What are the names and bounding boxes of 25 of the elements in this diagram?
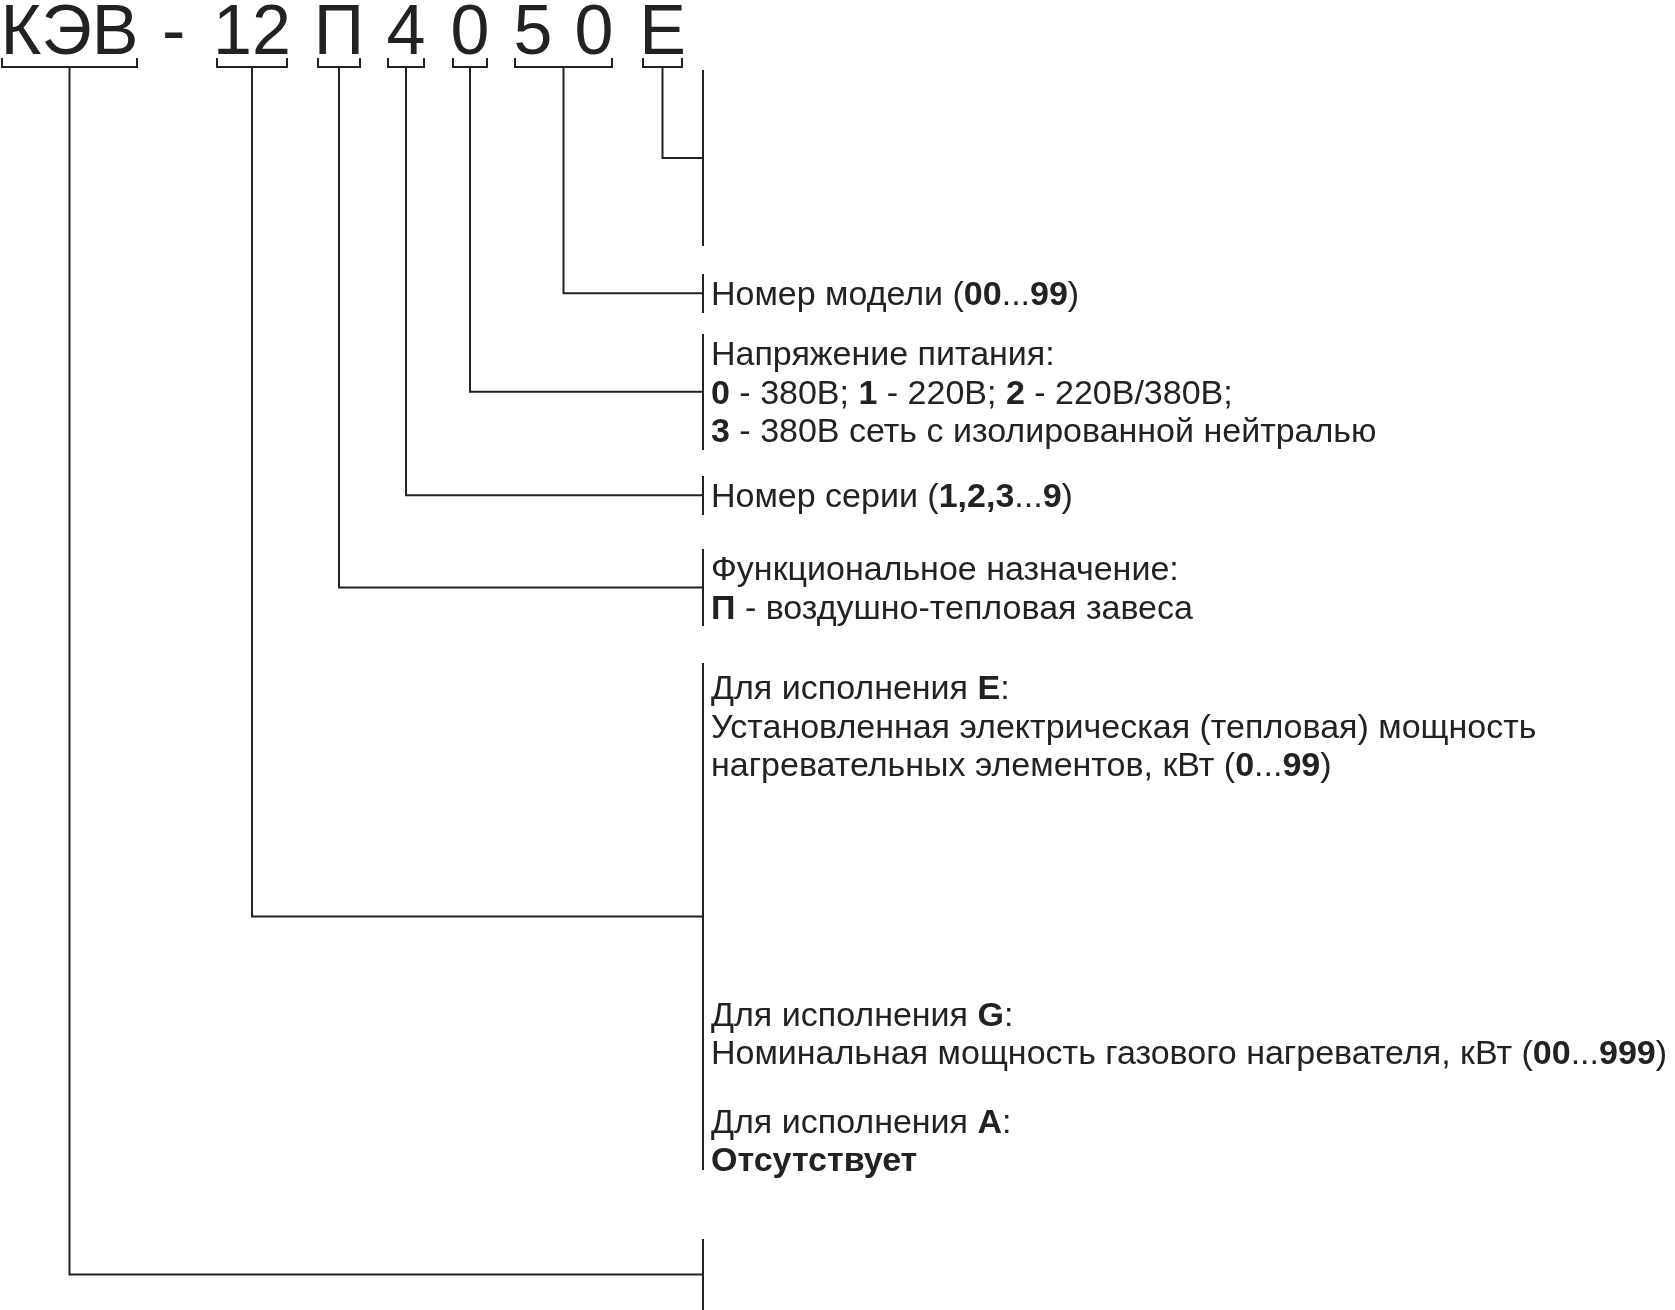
explanation-text: 0 - 380В; 1 - 220В; 2 - 220В/380В; — [710, 372, 1233, 411]
leader-line — [251, 67, 703, 918]
explanation-text: 3 - 380В сеть с изолированной нейтралью — [710, 411, 1377, 450]
bracket-line — [702, 334, 1377, 450]
explanation-text: Установленная электрическая (тепловая) мощность нагревательных элементов, кВт (0...99) — [710, 706, 1538, 784]
explanation-text: Для исполнения G: — [710, 994, 1014, 1033]
explanation-text: Номер модели (00...99) — [710, 274, 1080, 313]
explanation-text: Номинальная мощность газового нагревателя, кВт (00...999) — [710, 1033, 1668, 1072]
explanation-text: Номер серии (1,2,3...9) — [710, 476, 1073, 515]
explanation-text: Отсутствует — [710, 1140, 918, 1179]
leader-line — [405, 67, 703, 497]
leader-line — [469, 67, 703, 393]
code-separator: - — [162, 0, 186, 65]
leader-line — [562, 67, 703, 295]
bracket-line — [702, 1239, 704, 1310]
leader-line — [338, 67, 703, 589]
explanation-text: Для исполнения A: — [710, 1101, 1012, 1140]
bracket-line — [702, 70, 704, 246]
leader-line — [661, 67, 703, 159]
leader-line — [68, 67, 703, 1276]
bracket-line — [702, 549, 1193, 626]
explanation-text: Напряжение питания: — [710, 334, 1055, 373]
explanation-text: П - воздушно-тепловая завеса — [710, 587, 1193, 626]
explanation-text: Для исполнения E: — [710, 668, 1010, 707]
explanation-text: Функциональное назначение: — [710, 549, 1179, 588]
